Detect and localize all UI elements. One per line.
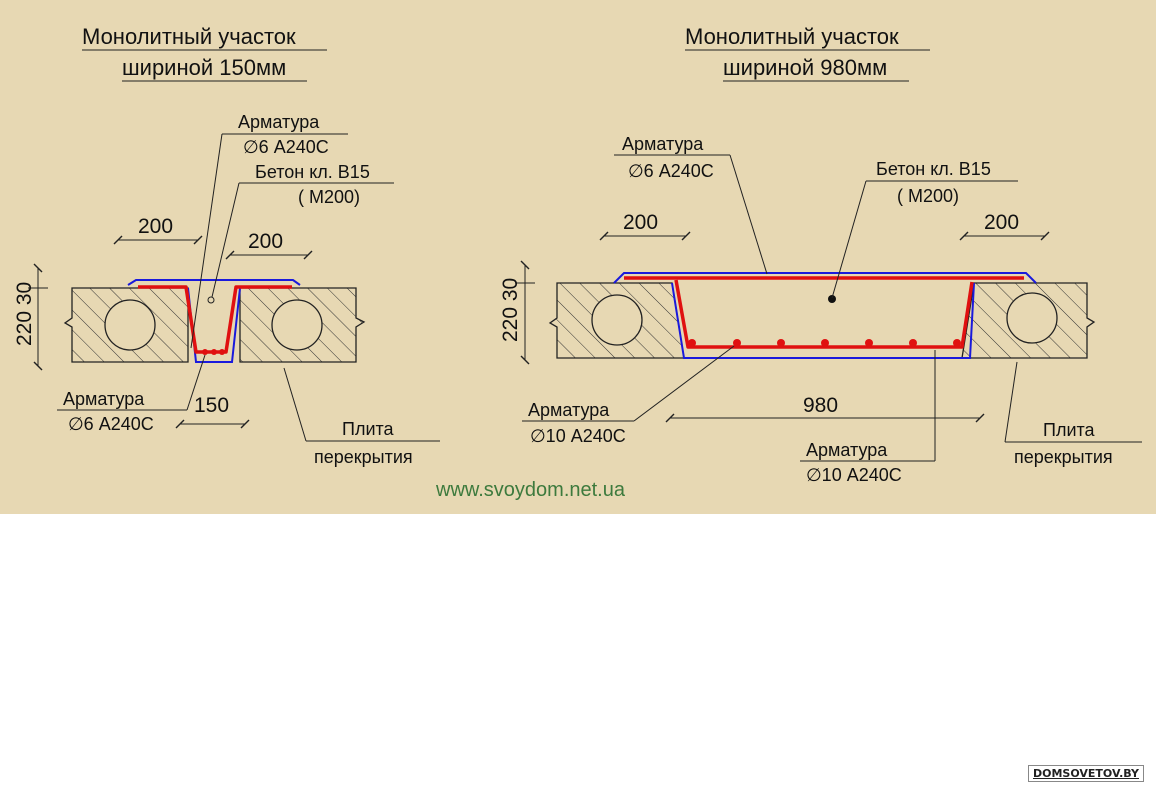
right-rebar-left-spec: ∅10 А240С	[530, 426, 626, 446]
left-rebar-dot	[211, 349, 217, 355]
right-rebar-dot	[821, 339, 829, 347]
right-rebar-dot	[865, 339, 873, 347]
left-rebar-bottom-spec: ∅6 А240С	[68, 414, 154, 434]
left-detail: Монолитный участок шириной 150мм Арматур…	[13, 24, 440, 467]
left-title-line2: шириной 150мм	[122, 55, 286, 80]
right-slab-left-void	[591, 294, 643, 346]
left-concrete-label: Бетон кл. В15	[255, 162, 370, 182]
right-slab-label-line2: перекрытия	[1014, 447, 1113, 467]
left-rebar-dot	[219, 349, 225, 355]
website-url: www.svoydom.net.ua	[435, 479, 626, 501]
right-dim-200-left: 200	[623, 211, 658, 234]
right-formwork-line	[613, 272, 1037, 359]
watermark-badge: DOMSOVETOV.BY	[1027, 765, 1144, 782]
left-dim-height: 220 30	[13, 282, 36, 346]
right-slab-label-line1: Плита	[1043, 420, 1096, 440]
right-rebar-dot	[733, 339, 741, 347]
right-rebar-bottom-spec: ∅10 А240С	[806, 465, 902, 485]
right-rebar-dot	[909, 339, 917, 347]
left-concrete-marker	[207, 296, 215, 304]
right-rebar-bottom-label: Арматура	[806, 440, 888, 460]
right-concrete-label: Бетон кл. В15	[876, 159, 991, 179]
right-rebar-left-label: Арматура	[528, 400, 610, 420]
left-rebar-dot	[202, 349, 208, 355]
left-concrete-grade: ( М200)	[298, 187, 360, 207]
left-rebar-top-label: Арматура	[238, 112, 320, 132]
left-dim-200-left: 200	[138, 215, 173, 238]
left-slab-left-void	[104, 299, 156, 351]
left-rebar-bottom-label: Арматура	[63, 389, 145, 409]
left-title-line1: Монолитный участок	[82, 24, 296, 49]
right-dim-200-right: 200	[984, 211, 1019, 234]
right-rebar-dot	[777, 339, 785, 347]
right-rebar-dot	[953, 339, 961, 347]
right-rebar-top-label: Арматура	[622, 134, 704, 154]
left-slab-right-void	[271, 299, 323, 351]
left-slab-label-line1: Плита	[342, 419, 395, 439]
right-title-line1: Монолитный участок	[685, 24, 899, 49]
left-rebar-top-spec: ∅6 А240С	[243, 137, 329, 157]
right-title-line2: шириной 980мм	[723, 55, 887, 80]
right-slab-right-void	[1006, 292, 1058, 344]
right-detail: Монолитный участок шириной 980мм Арматур…	[499, 24, 1142, 485]
right-concrete-marker	[828, 295, 836, 303]
right-concrete-grade: ( М200)	[897, 186, 959, 206]
right-rebar-dot	[688, 339, 696, 347]
right-rebar-top-spec: ∅6 А240С	[628, 161, 714, 181]
left-dim-150: 150	[194, 394, 229, 417]
left-dim-200-right: 200	[248, 230, 283, 253]
left-slab-label-line2: перекрытия	[314, 447, 413, 467]
right-dim-height: 220 30	[499, 278, 522, 342]
right-dim-980: 980	[803, 394, 838, 417]
